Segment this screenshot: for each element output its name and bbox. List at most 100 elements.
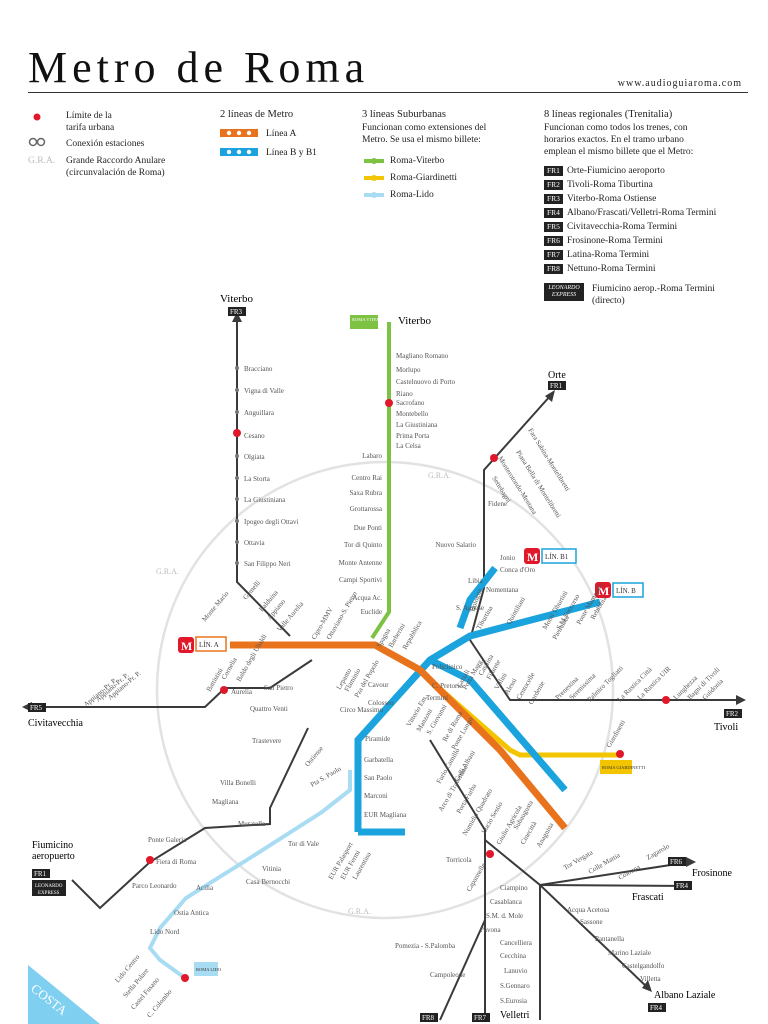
fr4-line [429, 739, 486, 1020]
station-dot [387, 391, 391, 395]
metro-badge-a: M LÍN. A [178, 636, 227, 653]
regional-title: 8 líneas regionales (Trenitalia) [544, 109, 673, 120]
arrow-albano-icon [642, 980, 652, 992]
station-dot [235, 540, 239, 544]
metro-title: 2 líneas de Metro [220, 109, 294, 120]
badge-fr1: FR1 [34, 870, 47, 878]
terminus-fiumicino-2: aeropuerto [32, 851, 75, 862]
station-dot [235, 366, 239, 370]
station-label: San Pietro [264, 684, 293, 692]
station-label: Marconi [364, 792, 388, 800]
page-title: Metro de Roma [28, 43, 370, 92]
station-label: La Giustiniana [396, 421, 438, 429]
station-label: Pavona [480, 926, 502, 934]
station-label: C. Pretorio [432, 682, 463, 690]
gra-label-south: G.R.A. [348, 907, 371, 916]
terminus-frascati: Frascati [632, 892, 664, 903]
station-dot [387, 560, 391, 564]
terminus-velletri: Velletri [500, 1010, 530, 1021]
station-label: Cecchina [500, 952, 527, 960]
station-dot [387, 490, 391, 494]
connection-icon [28, 137, 46, 147]
station-label: Cesano [244, 432, 265, 440]
station-label: Villa Bonelli [220, 779, 256, 787]
limit-dot-icon [662, 696, 670, 704]
line-b-label: Línea B y B1 [266, 148, 317, 158]
terminus-frosinone: Frosinone [692, 868, 733, 879]
leonardo-label: Fiumicino aerop.-Roma Termini(directo) [592, 284, 715, 306]
station-label: S.M. d. Mole [486, 912, 523, 920]
station-label: Sassone [580, 918, 603, 926]
line-b-swatch-icon [220, 148, 258, 156]
station-label: San Filippo Neri [244, 560, 291, 568]
station-label: Villetta [640, 975, 661, 983]
terminus-fiumicino: Fiumicino [32, 840, 73, 851]
limit-dots [146, 399, 670, 982]
terminus-civitavecchia: Civitavecchia [28, 718, 84, 729]
station-label: Circo Massimo [340, 706, 383, 714]
badge-fr3: FR3 [230, 308, 243, 316]
station-label: Policlinico [432, 663, 463, 671]
station-label: Ponte Galeria [148, 836, 187, 844]
arrow-tivoli-icon [736, 695, 746, 705]
suburban-line-giardinetti: Roma-Giardinetti [390, 173, 458, 183]
station-label: Magliana [212, 798, 239, 806]
station-dot [387, 367, 391, 371]
station-dot [387, 443, 391, 447]
station-label: Montebello [396, 410, 429, 418]
station-label: Lanuvio [504, 967, 528, 975]
terminus-tivoli: Tivoli [714, 722, 738, 733]
m-icon: M [527, 550, 538, 564]
line-a-swatch-icon [220, 129, 258, 137]
station-label: Vigna di Valle [244, 387, 284, 395]
station-label: Cavour [368, 681, 389, 689]
station-label: Garbatella [364, 756, 394, 764]
station-label: Campoleone [430, 971, 465, 979]
station-label: Bracciano [244, 365, 273, 373]
gra-ring [155, 460, 615, 920]
station-dot [387, 422, 391, 426]
station-dot [387, 577, 391, 581]
gra-label-north: G.R.A. [428, 471, 451, 480]
station-dot [387, 411, 391, 415]
station-label: Morlupo [396, 366, 421, 374]
m-icon: M [598, 584, 609, 598]
suburban-line-viterbo: Roma-Viterbo [390, 156, 445, 166]
station-label: Acqua Acetosa [567, 906, 610, 914]
station-label: Tor di Quinto [344, 541, 383, 549]
station-label: Casablanca [490, 898, 523, 906]
station-label: Acqua Ac. [352, 594, 382, 602]
station-label: Muratella [238, 820, 266, 828]
badge-roma-viterbo: ROMA VITERBO [352, 317, 387, 322]
station-label: Grottarossa [350, 505, 383, 513]
fr6-line [539, 861, 691, 886]
station-label: Centro Rai [351, 474, 382, 482]
station-dot [235, 388, 239, 392]
metro-badge-b1: M LÍN. B1 [524, 548, 577, 564]
giardinetti-line [428, 678, 620, 758]
station-label: Euclide [361, 608, 382, 616]
station-label: La Giustiniana [244, 496, 286, 504]
coast-area [28, 965, 100, 1024]
station-dot [387, 609, 391, 613]
arrow-frosinone-icon [686, 857, 696, 867]
station-label: Due Ponti [354, 524, 382, 532]
lido-line [147, 770, 352, 980]
fr5-south-line [71, 727, 309, 910]
station-dot [235, 454, 239, 458]
station-label: Ostia Antica [174, 909, 210, 917]
station-label: San Paolo [364, 774, 393, 782]
station-dot [387, 542, 391, 546]
limit-dot-icon [385, 399, 393, 407]
website-url[interactable]: www.audioguiaroma.com [617, 78, 742, 89]
badge-fr1-orte: FR1 [550, 382, 563, 390]
station-label: Olgiata [244, 453, 265, 461]
station-dot [387, 506, 391, 510]
station-label: Vitinia [262, 865, 282, 873]
terminus-viterbo: Viterbo [220, 293, 253, 305]
station-label: S.Eurosia [500, 997, 528, 1005]
